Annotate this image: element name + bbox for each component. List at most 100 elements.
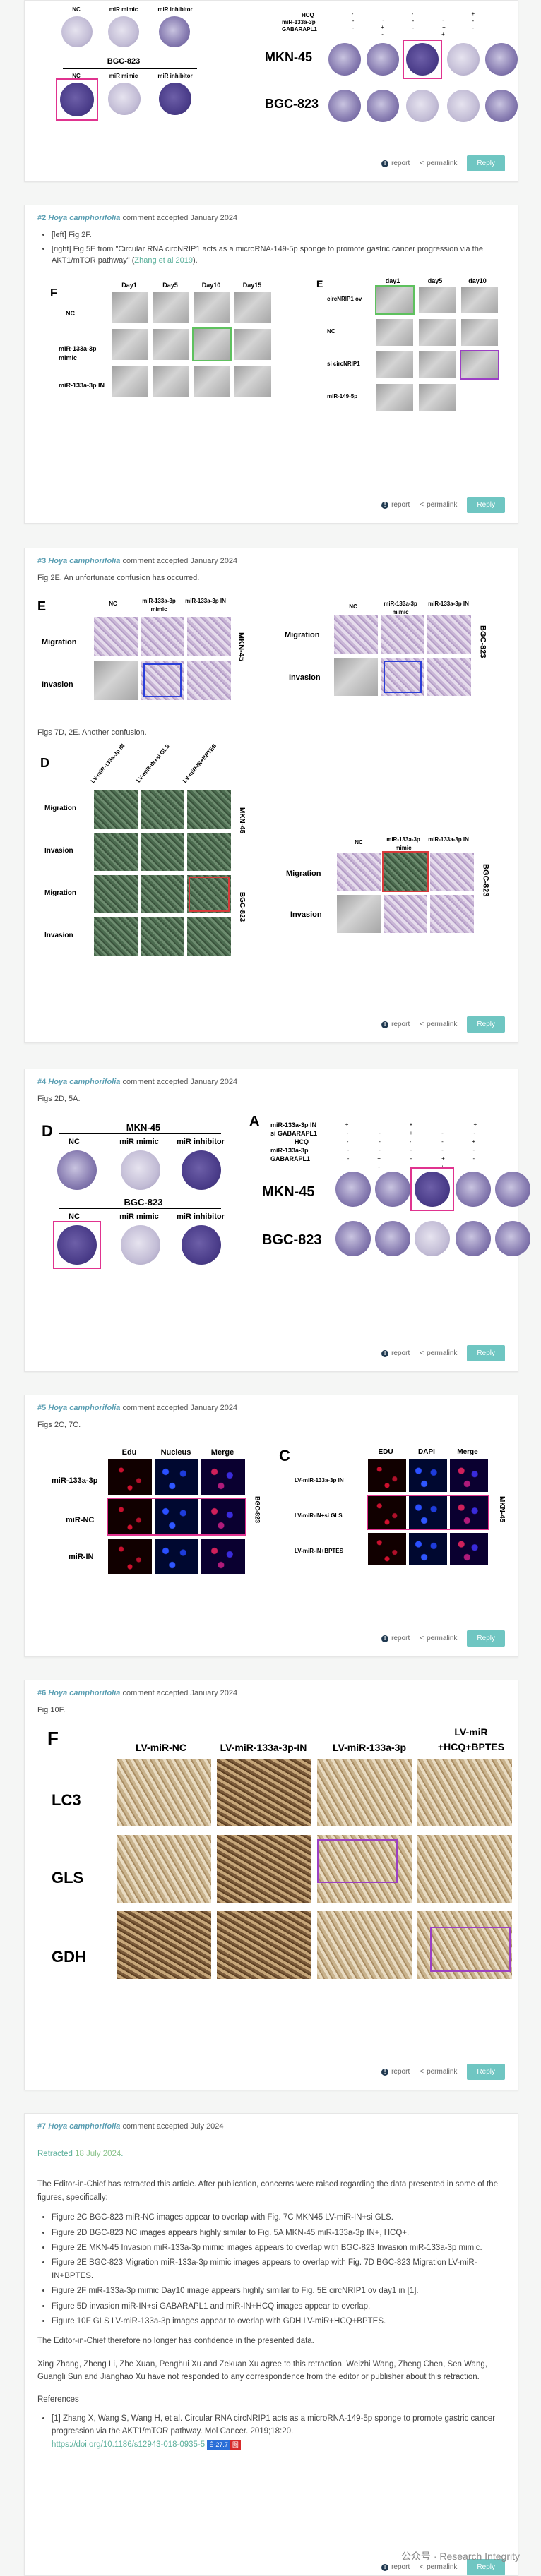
retraction-item: Figure 5D invasion miR-IN+si GABARAPL1 a…: [52, 2300, 505, 2313]
permalink-link[interactable]: <permalink: [420, 2068, 457, 2076]
micro-e: [376, 286, 413, 313]
permalink-link[interactable]: <permalink: [420, 1635, 457, 1642]
report-icon: !: [381, 1349, 389, 1357]
report-link[interactable]: !report: [381, 501, 410, 509]
comment-3: #3 Hoya camphorifolia comment accepted J…: [24, 548, 518, 1043]
comment-number: #6: [37, 1689, 47, 1697]
day-label: Day5: [162, 281, 178, 289]
comment-author[interactable]: Hoya camphorifolia: [48, 557, 121, 565]
micro-f: [234, 291, 271, 323]
dish-bgc-nc: [60, 83, 94, 116]
comment-7-header: #7 Hoya camphorifolia comment accepted J…: [25, 2114, 518, 2131]
treat-mir: miR-133a-3p: [282, 19, 316, 25]
micro-cell: [141, 917, 184, 956]
permalink-link[interactable]: <permalink: [420, 1021, 457, 1028]
highlight-green: [192, 327, 232, 361]
ihc-image: [417, 1834, 512, 1903]
reply-button[interactable]: Reply: [467, 2064, 505, 2080]
comment-author[interactable]: Hoya camphorifolia: [48, 1078, 121, 1086]
report-link[interactable]: !report: [381, 1635, 410, 1642]
comment-meta: comment accepted January 2024: [122, 1404, 238, 1412]
comment-number: #3: [37, 557, 47, 565]
reply-button[interactable]: Reply: [467, 1630, 505, 1647]
day-label: Day1: [121, 281, 137, 289]
report-link[interactable]: !report: [381, 2068, 410, 2076]
comment-5-figure: Edu Nucleus Merge miR-133a-3p miR-NC miR…: [37, 1437, 506, 1599]
row-label: NC: [66, 309, 75, 317]
permalink-link[interactable]: <permalink: [420, 2563, 457, 2571]
highlight-green-2: [375, 284, 415, 315]
fluor-nucleus: [155, 1498, 198, 1534]
comment-author[interactable]: Hoya camphorifolia: [48, 1404, 121, 1412]
label-nc-2: NC: [72, 73, 81, 79]
reply-button[interactable]: Reply: [467, 1345, 505, 1361]
retraction-item: Figure 2E BGC-823 Migration miR-133a-3p …: [52, 2256, 505, 2282]
micro-e: [461, 286, 498, 313]
comment-5: #5 Hoya camphorifolia comment accepted J…: [24, 1395, 518, 1657]
micro-cell: [381, 615, 424, 654]
doi-link[interactable]: https://doi.org/10.1186/s12943-018-0935-…: [52, 2440, 206, 2449]
treatment-label: miR-133a-3p: [270, 1146, 309, 1154]
badge-blue: É-27.7: [207, 2439, 230, 2450]
dish: [456, 1171, 491, 1207]
reply-button[interactable]: Reply: [467, 155, 505, 171]
report-link[interactable]: !report: [381, 1021, 410, 1028]
ihc-image: [117, 1758, 211, 1826]
ihc-image: [217, 1834, 311, 1903]
comment-4: #4 Hoya camphorifolia comment accepted J…: [24, 1069, 530, 1372]
permalink-link[interactable]: <permalink: [420, 1349, 457, 1357]
ref-link[interactable]: Zhang et al 2019: [134, 256, 193, 265]
reply-button[interactable]: Reply: [467, 497, 505, 513]
micro-f: [112, 365, 148, 397]
comment-author[interactable]: Hoya camphorifolia: [48, 2122, 121, 2131]
reply-button[interactable]: Reply: [467, 1016, 505, 1033]
micro-cell: [337, 895, 381, 933]
fluor-edu: [368, 1532, 406, 1565]
sign-grid-2: - - - + +: [352, 18, 503, 30]
sign-grid: - - + - -: [346, 1138, 506, 1153]
report-label: report: [391, 1349, 410, 1357]
micro-f: [234, 328, 271, 360]
report-link[interactable]: !report: [381, 1349, 410, 1357]
report-link[interactable]: !report: [381, 2563, 410, 2571]
ihc-image: [117, 1910, 211, 1979]
comment-author[interactable]: Hoya camphorifolia: [48, 1689, 121, 1697]
comment-6-header: #6 Hoya camphorifolia comment accepted J…: [25, 1680, 518, 1697]
permalink-link[interactable]: <permalink: [420, 501, 457, 509]
col-label: miR-133a-3p mimic: [384, 600, 417, 615]
comment-author[interactable]: Hoya camphorifolia: [48, 214, 121, 222]
panel-d: D: [40, 756, 49, 770]
mkn-title: MKN-45: [126, 1121, 161, 1133]
col-label: NC: [355, 839, 363, 845]
dish-r2-2: [367, 90, 399, 122]
dish-mkn-nc: [61, 16, 93, 47]
dish-bgc-mimic: [108, 83, 141, 115]
comment-1-figure: NC miR mimic miR inhibitor BGC-823 NC mi…: [25, 6, 518, 158]
permalink-link[interactable]: <permalink: [420, 160, 457, 167]
row-label: Invasion: [44, 847, 73, 855]
micro-f: [194, 365, 230, 397]
reference-item: [1] Zhang X, Wang S, Wang H, et al. Circ…: [52, 2412, 505, 2451]
reply-button[interactable]: Reply: [467, 2559, 505, 2575]
fluor-dapi: [409, 1532, 447, 1565]
watermark: 公众号 · Research Integrity: [400, 2551, 520, 2562]
report-icon: !: [381, 160, 389, 167]
report-link[interactable]: !report: [381, 160, 410, 167]
fluor-nucleus: [155, 1459, 198, 1495]
dish-bgc-inhibitor: [159, 83, 191, 115]
report-label: report: [391, 501, 410, 509]
comment-6-footer: !report <permalink Reply: [381, 2064, 505, 2080]
treatment-label: si GABARAPL1: [270, 1129, 318, 1137]
day-label: day5: [427, 277, 443, 284]
cell-line-label: BGC-823: [238, 892, 246, 922]
col-label: NC: [69, 1137, 80, 1146]
highlight-purple: [317, 1838, 398, 1883]
row-label: Migration: [286, 869, 321, 878]
sign-grid: - - - - +: [347, 1155, 505, 1170]
fluor-edu: [108, 1459, 152, 1495]
micro-cell: [427, 615, 471, 654]
dish: [57, 1224, 97, 1265]
micro-f: [153, 365, 189, 397]
ihc-image: [317, 1834, 412, 1903]
treat-gab: GABARAPL1: [282, 26, 317, 32]
